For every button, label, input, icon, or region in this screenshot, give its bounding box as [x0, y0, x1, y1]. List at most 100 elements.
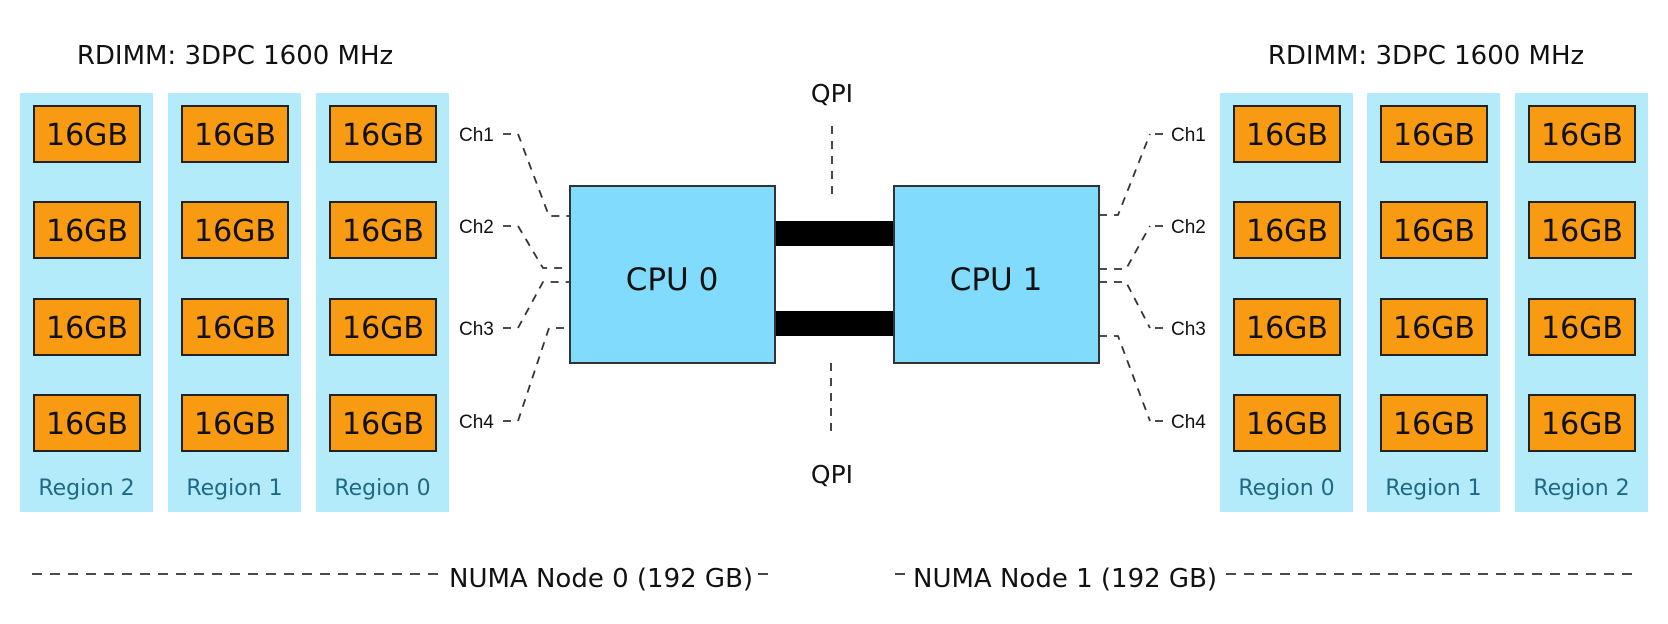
dimm-box — [1380, 394, 1488, 452]
dimm-module: 16GB — [329, 105, 437, 163]
left-ch3-line — [503, 281, 570, 329]
dimm-box — [181, 201, 289, 259]
left-channels: Ch1 Ch2 Ch3 Ch4 — [459, 125, 570, 433]
dimm-module: 16GB — [1380, 298, 1488, 356]
dimm-capacity-label: 16GB — [1246, 118, 1328, 153]
dimm-box — [1233, 298, 1341, 356]
dimm-module: 16GB — [1233, 201, 1341, 259]
dimm-box — [1380, 201, 1488, 259]
dimm-capacity-label: 16GB — [1246, 407, 1328, 442]
dimm-module: 16GB — [33, 105, 141, 163]
dimm-capacity-label: 16GB — [1541, 214, 1623, 249]
dimm-box — [1528, 201, 1636, 259]
dimm-capacity-label: 16GB — [194, 118, 276, 153]
region-label: Region 0 — [1238, 476, 1334, 501]
dimm-box — [329, 105, 437, 163]
dimm-box — [181, 105, 289, 163]
cpu-0-box — [569, 185, 776, 364]
numa-node-1: NUMA Node 1 (192 GB) — [895, 564, 1638, 594]
dimm-box — [1528, 105, 1636, 163]
dimm-capacity-label: 16GB — [194, 214, 276, 249]
right-ch1-label: Ch1 — [1171, 125, 1206, 146]
dimm-module: 16GB — [1233, 298, 1341, 356]
dimm-module: 16GB — [1233, 394, 1341, 452]
left-ch1-label: Ch1 — [459, 125, 494, 146]
dimm-box — [181, 298, 289, 356]
left-ch4-label: Ch4 — [459, 412, 494, 433]
dimm-capacity-label: 16GB — [46, 118, 128, 153]
numa-node-1-label: NUMA Node 1 (192 GB) — [913, 564, 1217, 594]
dimm-capacity-label: 16GB — [342, 214, 424, 249]
dimm-box — [1380, 105, 1488, 163]
dimm-capacity-label: 16GB — [1246, 311, 1328, 346]
cpu-0-label: CPU 0 — [626, 262, 719, 298]
dimm-box — [181, 394, 289, 452]
right-ch4-line — [1099, 335, 1165, 422]
dimm-capacity-label: 16GB — [46, 214, 128, 249]
dimm-module: 16GB — [33, 201, 141, 259]
dimm-module: 16GB — [329, 394, 437, 452]
numa-node-0-label: NUMA Node 0 (192 GB) — [449, 564, 753, 594]
dimm-module: 16GB — [1528, 394, 1636, 452]
dimm-box — [329, 298, 437, 356]
cpu-1-label: CPU 1 — [950, 262, 1043, 298]
dimm-box — [329, 394, 437, 452]
left-ch4-line — [503, 327, 570, 422]
left-memory-title: RDIMM: 3DPC 1600 MHz — [77, 41, 393, 71]
right-region-column: 16GB 16GB 16GB 16GB Region 0 — [1220, 93, 1353, 512]
dimm-box — [1380, 298, 1488, 356]
dimm-module: 16GB — [1380, 201, 1488, 259]
dimm-capacity-label: 16GB — [1246, 214, 1328, 249]
right-memory-title: RDIMM: 3DPC 1600 MHz — [1268, 41, 1584, 71]
dimm-module: 16GB — [33, 298, 141, 356]
cpu-1-box — [893, 185, 1100, 364]
left-ch2-label: Ch2 — [459, 217, 494, 238]
dimm-capacity-label: 16GB — [1541, 311, 1623, 346]
left-region-column: 16GB 16GB 16GB 16GB Region 2 — [20, 93, 153, 512]
dimm-capacity-label: 16GB — [1393, 311, 1475, 346]
dimm-module: 16GB — [1528, 298, 1636, 356]
left-region-column: 16GB 16GB 16GB 16GB Region 0 — [316, 93, 449, 512]
dimm-box — [33, 201, 141, 259]
dimm-box — [329, 201, 437, 259]
qpi-link-top — [774, 221, 895, 246]
qpi-link-bottom — [774, 311, 895, 336]
cpu-1: CPU 1 — [893, 185, 1100, 364]
dimm-module: 16GB — [1528, 105, 1636, 163]
dimm-capacity-label: 16GB — [1541, 118, 1623, 153]
dimm-capacity-label: 16GB — [1393, 118, 1475, 153]
dimm-capacity-label: 16GB — [46, 407, 128, 442]
cpu-0: CPU 0 — [569, 185, 776, 364]
right-ch2-line — [1099, 225, 1165, 270]
right-ch2-label: Ch2 — [1171, 217, 1206, 238]
right-region-column: 16GB 16GB 16GB 16GB Region 1 — [1367, 93, 1500, 512]
region-label: Region 0 — [334, 476, 430, 501]
right-channels: Ch1 Ch2 Ch3 Ch4 — [1099, 125, 1206, 433]
dimm-module: 16GB — [1380, 394, 1488, 452]
qpi-top-label: QPI — [811, 79, 853, 108]
left-ch2-line — [503, 225, 570, 269]
dimm-capacity-label: 16GB — [46, 311, 128, 346]
dimm-module: 16GB — [1528, 201, 1636, 259]
region-label: Region 2 — [38, 476, 134, 501]
dimm-capacity-label: 16GB — [194, 407, 276, 442]
dimm-module: 16GB — [329, 298, 437, 356]
dimm-box — [1528, 394, 1636, 452]
dimm-module: 16GB — [181, 201, 289, 259]
region-label: Region 1 — [1385, 476, 1481, 501]
right-ch1-line — [1099, 133, 1165, 216]
left-ch3-label: Ch3 — [459, 319, 494, 340]
right-ch3-label: Ch3 — [1171, 319, 1206, 340]
left-ch1-line — [503, 133, 570, 217]
dimm-capacity-label: 16GB — [1541, 407, 1623, 442]
numa-node-0: NUMA Node 0 (192 GB) — [32, 564, 776, 594]
dimm-box — [33, 394, 141, 452]
dimm-box — [1233, 394, 1341, 452]
right-ch3-line — [1099, 281, 1165, 329]
dimm-module: 16GB — [1380, 105, 1488, 163]
